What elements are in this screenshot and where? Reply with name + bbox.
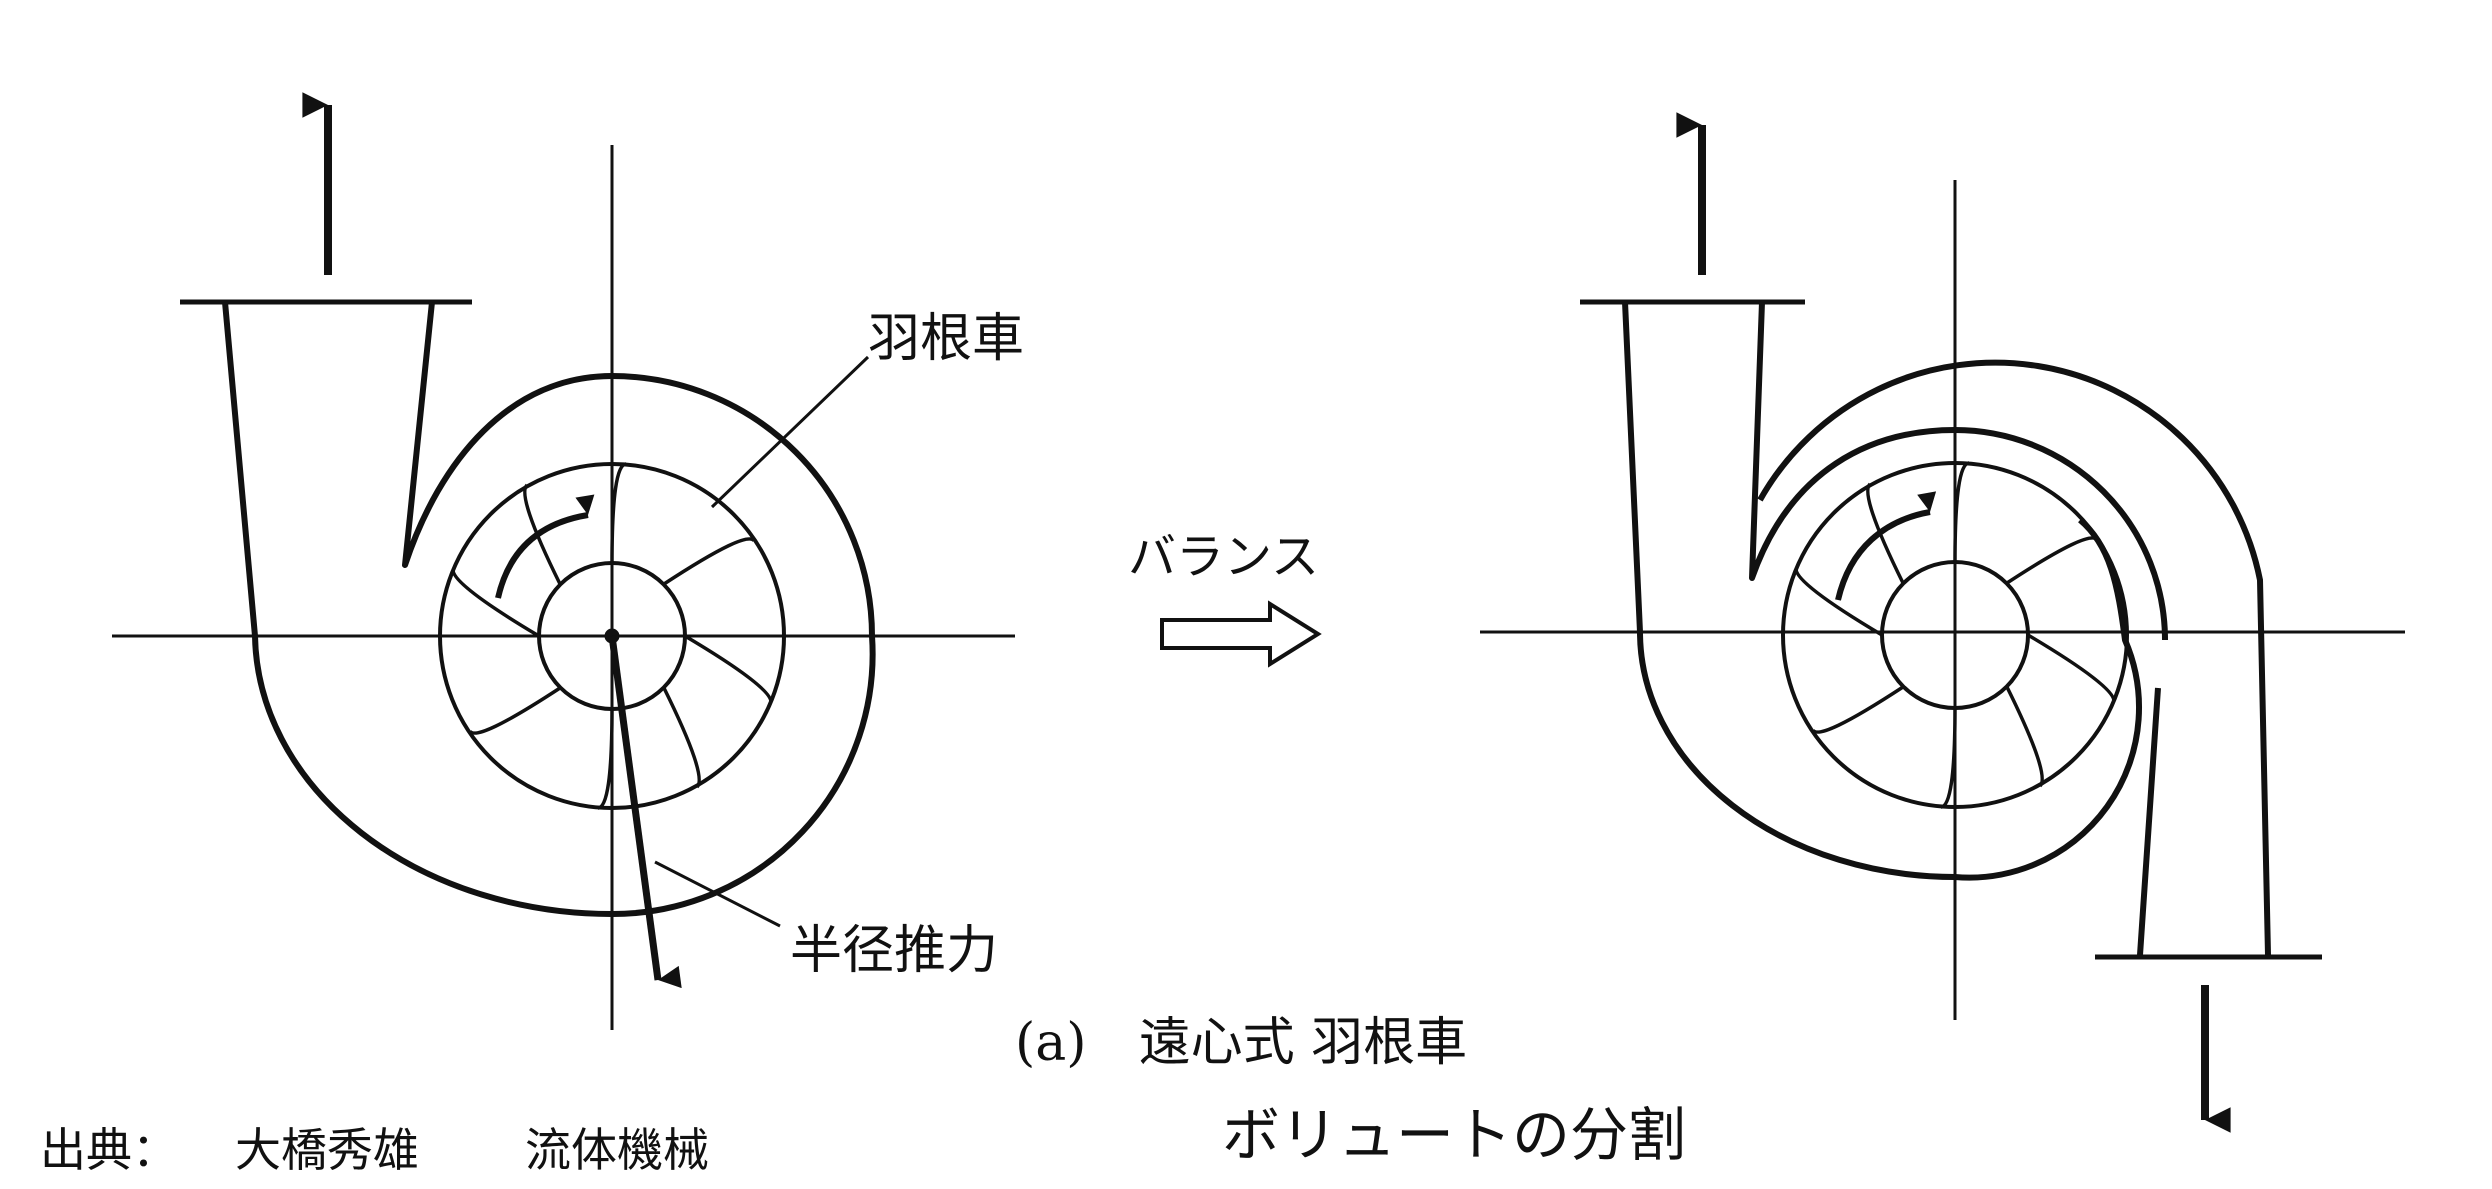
- left-volute-casing: [222, 301, 876, 918]
- left-rotation-arrow: [495, 494, 595, 599]
- right-impeller-outer: [1781, 461, 2129, 809]
- left-impeller-outer: [438, 462, 786, 810]
- balance-hollow-arrow: [1160, 600, 1322, 668]
- slide-title: ボリュートの分割: [1222, 1101, 1686, 1169]
- left-impeller-blades: [451, 462, 773, 810]
- double-volute-pump: [1480, 112, 2405, 1133]
- radial-thrust-arrow: [608, 635, 682, 989]
- right-upper-tongue: [1749, 301, 1956, 581]
- right-impeller-blades: [1794, 461, 2116, 809]
- radial-thrust-leader: [654, 860, 781, 928]
- impeller-label: 羽根車: [868, 309, 1024, 369]
- right-rotation-arrow: [1835, 491, 1937, 601]
- source-author: 大橋秀雄: [235, 1123, 419, 1177]
- right-lower-volute: [1954, 427, 2168, 956]
- figure-caption: (a) 遠心式 羽根車: [1015, 1013, 1467, 1073]
- impeller-leader: [710, 355, 870, 509]
- source-book: 流体機械: [525, 1123, 709, 1177]
- single-volute-pump: [112, 92, 1015, 1030]
- radial-thrust-label: 半径推力: [790, 921, 998, 981]
- source-label: 出典：: [40, 1123, 178, 1177]
- right-outer-volute: [1757, 359, 2271, 956]
- balance-label: バランス: [1128, 529, 1319, 585]
